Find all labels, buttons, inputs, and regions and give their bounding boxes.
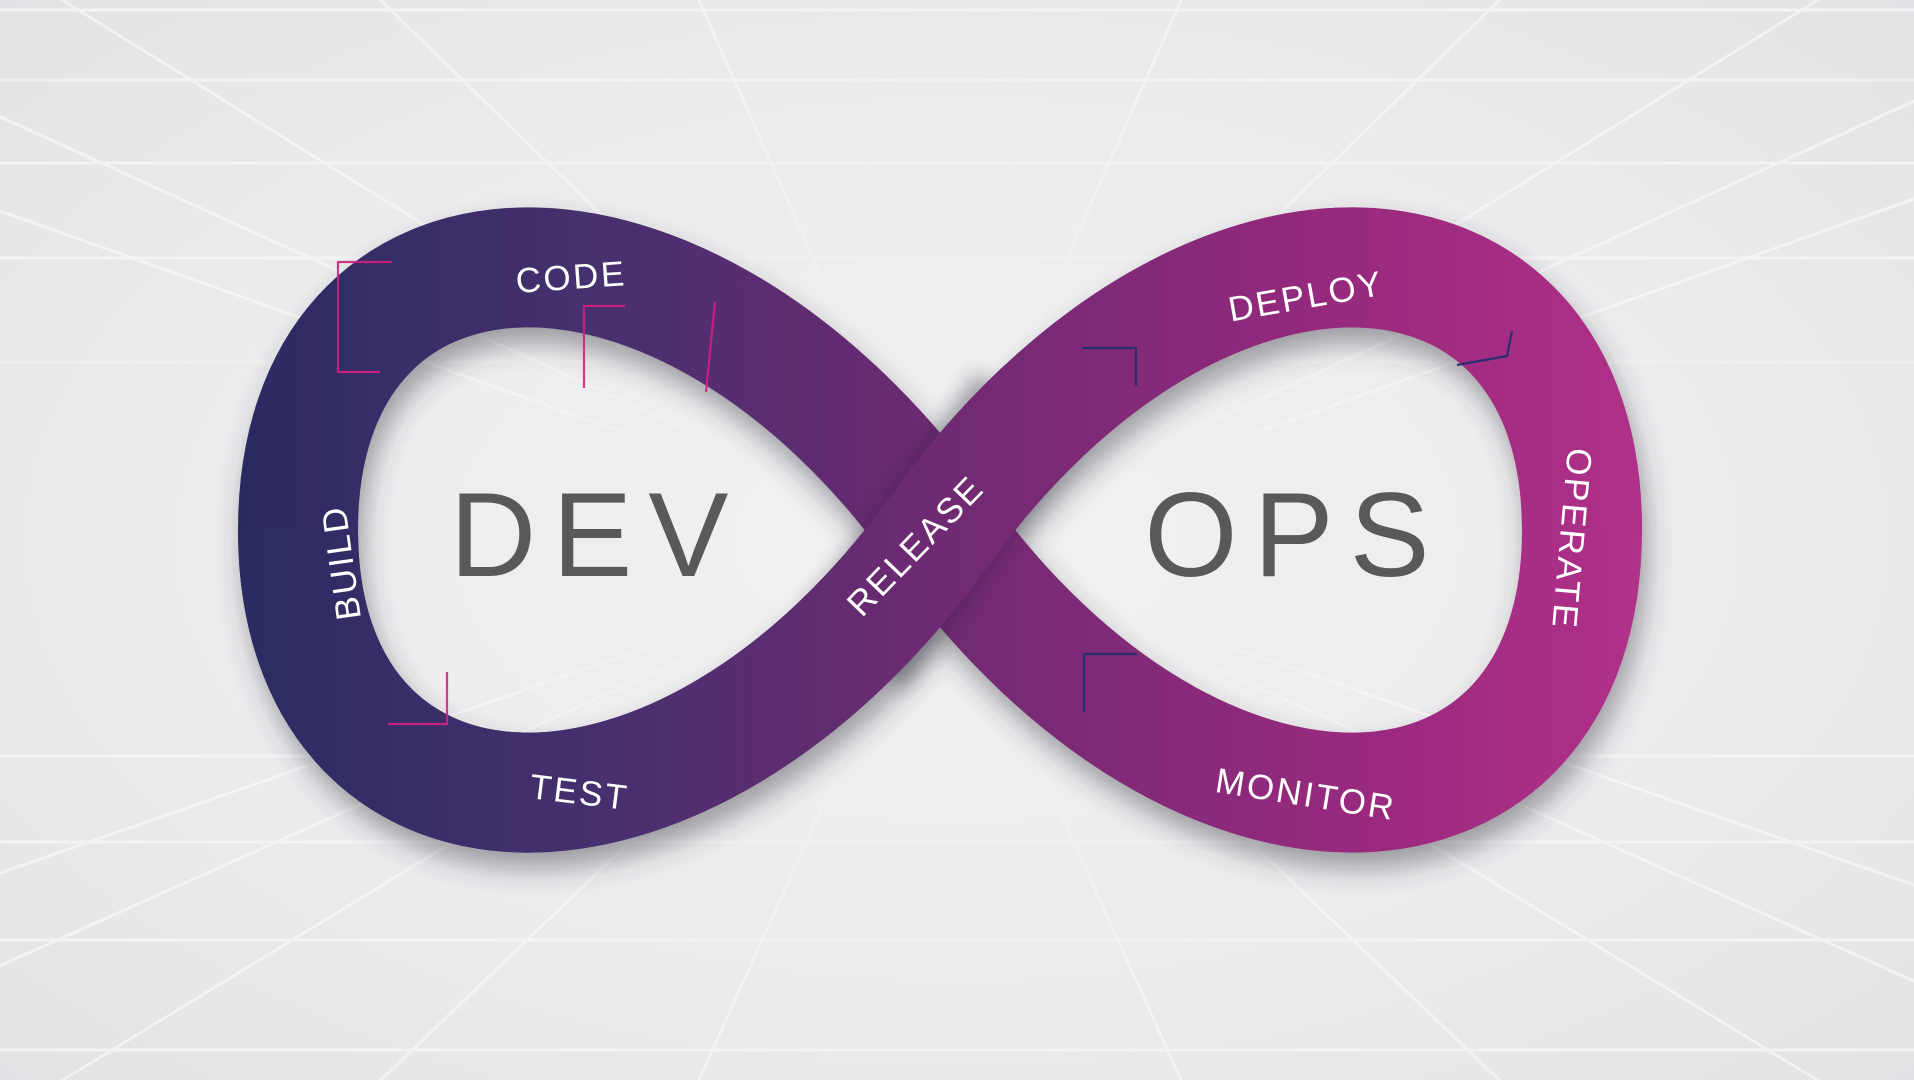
- label-code: CODE: [514, 254, 628, 301]
- ops-title: OPS: [1144, 468, 1445, 602]
- infinity-ribbon: [237, 207, 1643, 853]
- chevron-test: [388, 672, 449, 726]
- accent-chevrons: [336, 260, 1514, 726]
- chevron-release: [704, 301, 717, 393]
- ribbon-over-strand: [238, 207, 1642, 853]
- chevron-deploy: [1082, 346, 1138, 386]
- chevron-code-left: [336, 260, 392, 374]
- dev-title: DEV: [450, 468, 745, 602]
- chevron-operate: [1456, 330, 1514, 367]
- chevron-monitor: [1082, 652, 1137, 712]
- chevron-code-right: [582, 304, 625, 388]
